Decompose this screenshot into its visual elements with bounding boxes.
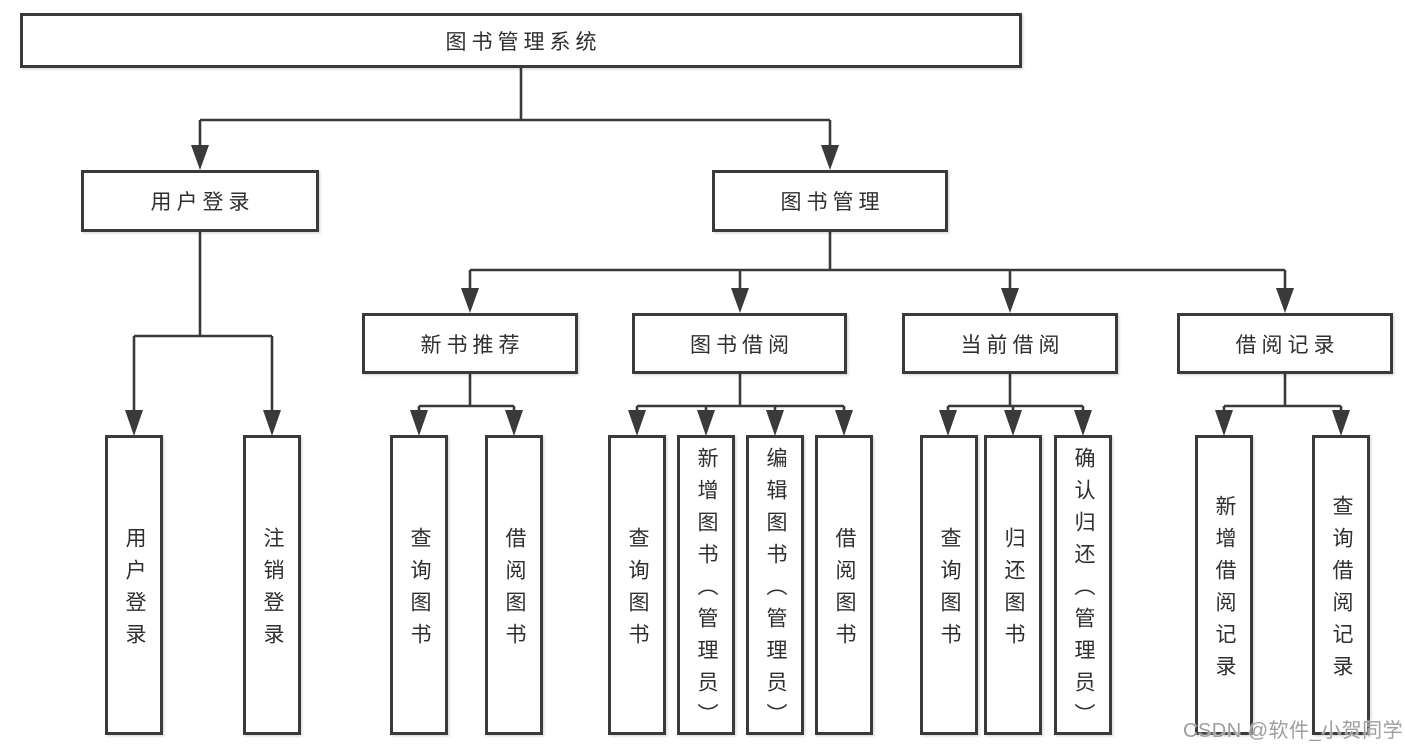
- leaf-add-borrow-record: 新增借阅记录: [1195, 435, 1253, 735]
- leaf-confirm-return-admin: 确认归还（管理员）: [1054, 435, 1112, 735]
- leaf-borrow-books-borrowing: 借阅图书: [815, 435, 873, 735]
- node-new-book-recommendation: 新书推荐: [362, 313, 578, 374]
- leaf-query-books-borrowing: 查询图书: [608, 435, 666, 735]
- node-label: 借阅记录: [1235, 333, 1340, 357]
- leaf-borrow-books-recommend: 借阅图书: [485, 435, 543, 735]
- leaf-label: 编辑图书（管理员）: [764, 446, 787, 735]
- leaf-query-books-current: 查询图书: [920, 435, 978, 735]
- leaf-label: 确认归还（管理员）: [1072, 446, 1095, 735]
- node-user-login: 用户登录: [81, 170, 319, 232]
- node-label: 图书管理系统: [445, 30, 602, 54]
- csdn-watermark: CSDN @软件_小贺同学: [1183, 720, 1404, 742]
- leaf-label: 新增图书（管理员）: [695, 446, 718, 735]
- node-library-management-system: 图书管理系统: [20, 13, 1022, 68]
- leaf-label: 归还图书: [1002, 526, 1025, 655]
- leaf-label: 查询图书: [626, 526, 649, 655]
- node-label: 当前借阅: [960, 333, 1065, 357]
- node-label: 用户登录: [150, 191, 255, 214]
- leaf-query-borrow-record: 查询借阅记录: [1312, 435, 1370, 735]
- node-label: 图书管理: [780, 191, 885, 214]
- leaf-return-books: 归还图书: [984, 435, 1042, 735]
- node-label: 图书借阅: [690, 333, 794, 357]
- node-book-management: 图书管理: [712, 170, 948, 232]
- node-label: 新书推荐: [420, 333, 525, 357]
- leaf-logout: 注销登录: [243, 435, 301, 735]
- leaf-label: 查询图书: [938, 526, 961, 655]
- leaf-add-books-admin: 新增图书（管理员）: [677, 435, 735, 735]
- leaf-label: 借阅图书: [503, 526, 526, 655]
- leaf-label: 查询借阅记录: [1330, 494, 1353, 687]
- leaf-query-books-recommend: 查询图书: [390, 435, 448, 735]
- leaf-label: 借阅图书: [833, 526, 856, 655]
- leaf-label: 用户登录: [123, 526, 146, 655]
- leaf-edit-books-admin: 编辑图书（管理员）: [746, 435, 804, 735]
- leaf-label: 注销登录: [261, 526, 284, 655]
- leaf-label: 新增借阅记录: [1213, 494, 1236, 687]
- node-book-borrowing: 图书借阅: [632, 313, 847, 374]
- node-current-borrowing: 当前借阅: [902, 313, 1118, 374]
- leaf-label: 查询图书: [408, 526, 431, 655]
- leaf-user-login: 用户登录: [105, 435, 163, 735]
- node-borrowing-records: 借阅记录: [1177, 313, 1393, 374]
